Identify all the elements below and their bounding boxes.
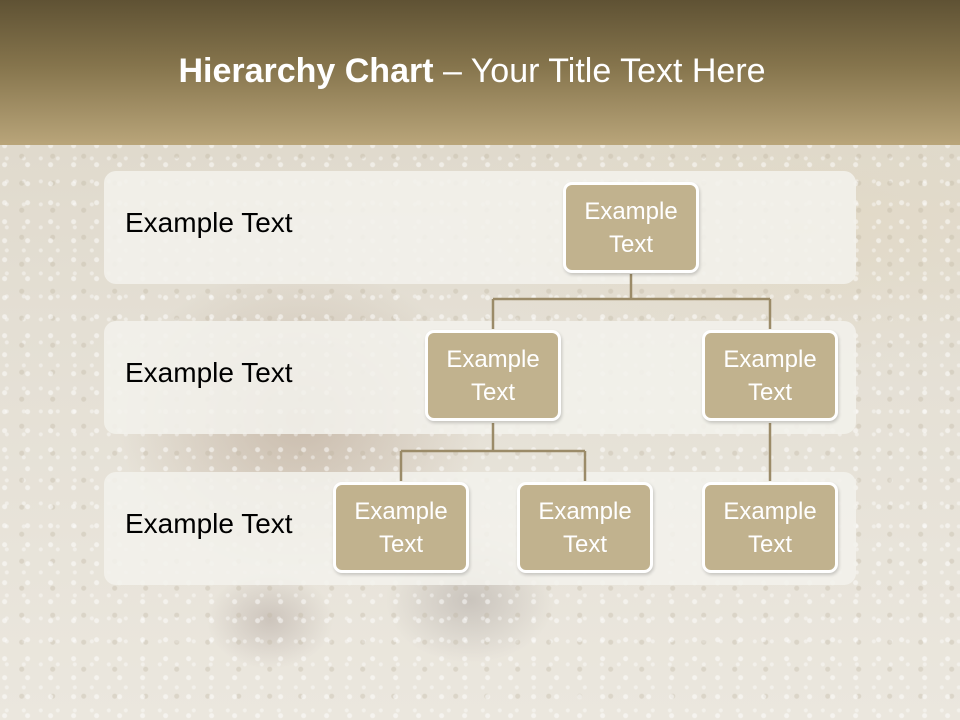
title-bar: Hierarchy Chart – Your Title Text Here xyxy=(0,0,960,145)
title-rest: – Your Title Text Here xyxy=(433,52,766,90)
level-band-1: Example Text xyxy=(104,171,856,284)
level-label-1: Example Text xyxy=(125,207,293,238)
title-bold: Hierarchy Chart xyxy=(178,52,434,90)
node-level3-left-2[interactable]: Example Text xyxy=(517,482,653,573)
node-level3-right[interactable]: Example Text xyxy=(702,482,838,573)
level-label-2: Example Text xyxy=(125,357,293,388)
slide-title: Hierarchy Chart – Your Title Text Here xyxy=(0,52,944,91)
node-level2-right[interactable]: Example Text xyxy=(702,330,838,421)
level-label-3: Example Text xyxy=(125,508,293,539)
node-root[interactable]: Example Text xyxy=(563,182,699,273)
node-level3-left-1[interactable]: Example Text xyxy=(333,482,469,573)
node-level2-left[interactable]: Example Text xyxy=(425,330,561,421)
